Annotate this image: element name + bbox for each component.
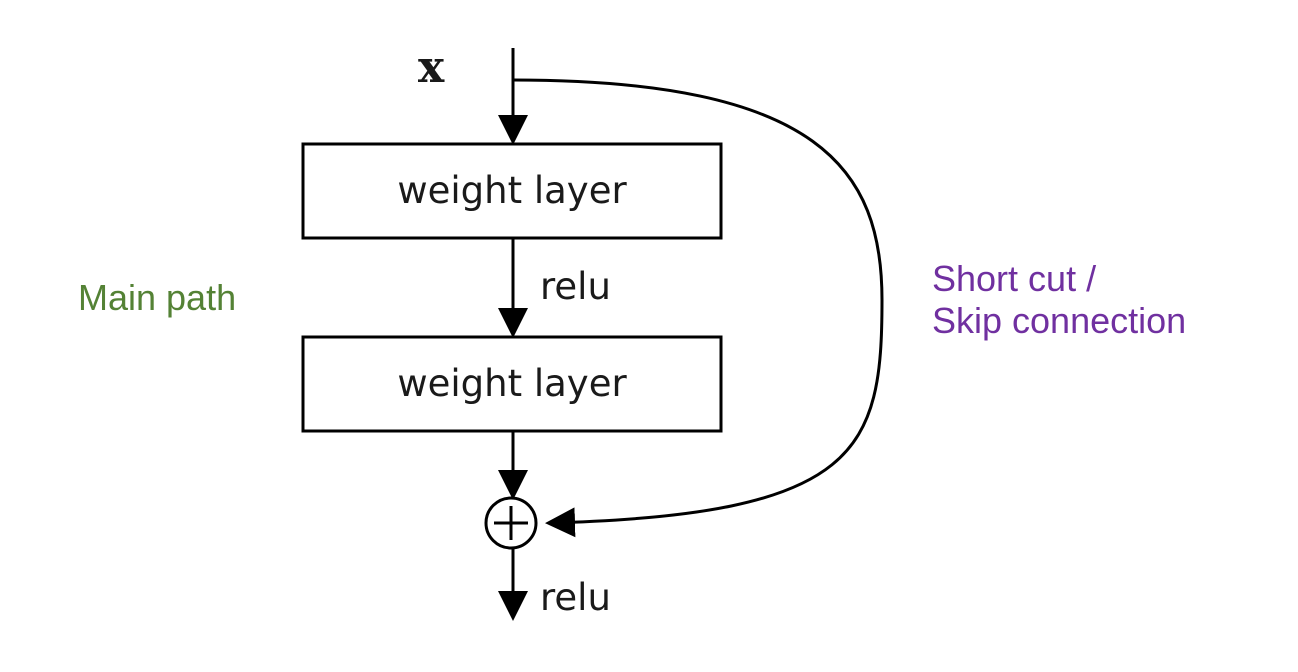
weight-layer-2: weight layer (301, 335, 723, 433)
skip-connection-curve (512, 78, 884, 538)
input-label: x (418, 42, 445, 93)
main-path-annotation: Main path (78, 277, 237, 318)
relu-mid-label: relu (540, 265, 611, 308)
weight-layer-2-label: weight layer (397, 362, 627, 405)
relu-out-label: relu (540, 576, 611, 619)
weight-layer-1: weight layer (301, 142, 723, 240)
skip-annotation-line-2: Skip connection (932, 300, 1187, 341)
weight-layer-1-label: weight layer (397, 169, 627, 212)
skip-annotation-line-1: Short cut / (932, 258, 1097, 299)
skip-connection-annotation: Short cut / Skip connection (932, 258, 1186, 342)
add-node (484, 496, 538, 550)
